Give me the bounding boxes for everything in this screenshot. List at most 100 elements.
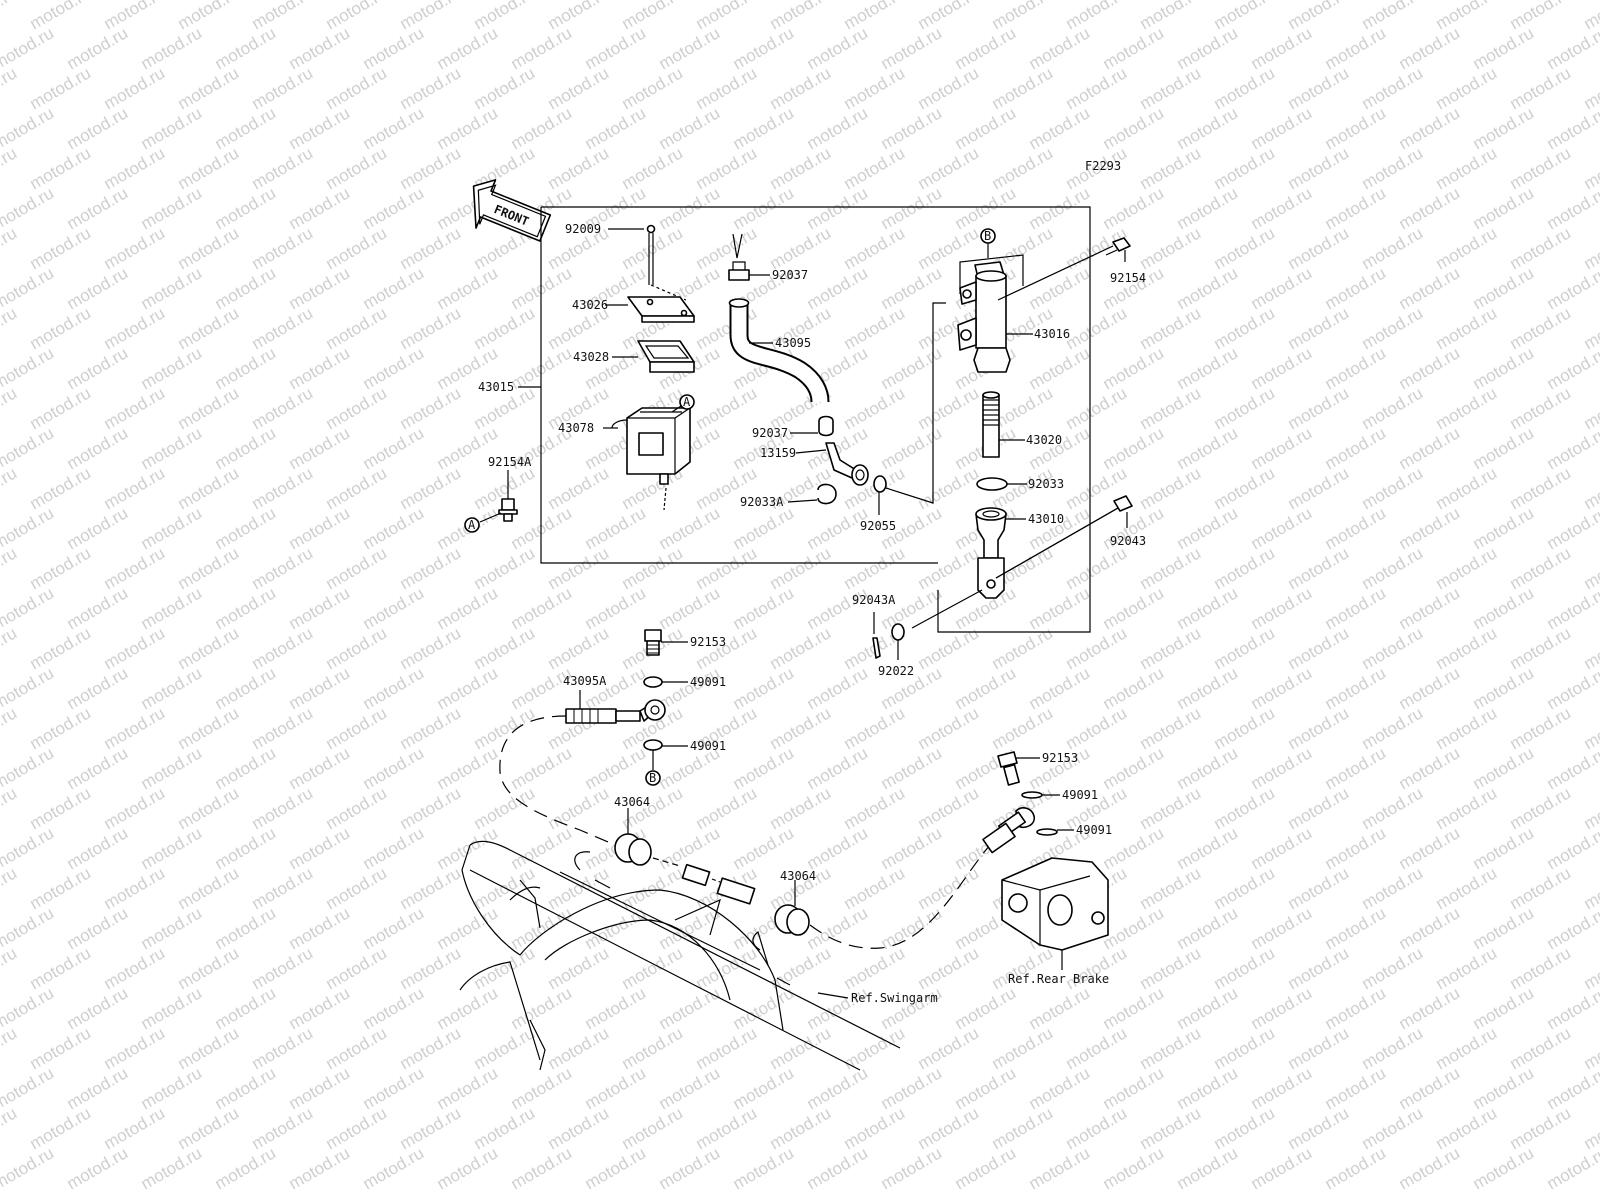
watermark-text: motod.ru	[1433, 223, 1501, 273]
label-92154A: 92154A	[488, 455, 532, 469]
reservoir-43078	[603, 407, 691, 511]
watermark-text: motod.ru	[1248, 343, 1316, 393]
watermark-text: motod.ru	[841, 63, 909, 113]
watermark-text: motod.ru	[1248, 823, 1316, 873]
watermark-text: motod.ru	[138, 263, 206, 313]
watermark-text: motod.ru	[1026, 1143, 1094, 1193]
watermark-text: motod.ru	[619, 1103, 687, 1153]
watermark-text: motod.ru	[138, 743, 206, 793]
watermark-text: motod.ru	[1507, 1103, 1575, 1153]
watermark-text: motod.ru	[804, 663, 872, 713]
watermark-text: motod.ru	[989, 0, 1057, 33]
watermark-text: motod.ru	[1063, 0, 1131, 33]
watermark-text: motod.ru	[1322, 823, 1390, 873]
watermark-text: motod.ru	[915, 703, 983, 753]
label-92033: 92033	[1028, 477, 1064, 491]
watermark-text: motod.ru	[841, 863, 909, 913]
watermark-text: motod.ru	[730, 1063, 798, 1113]
svg-text:A: A	[683, 395, 691, 409]
watermark-text: motod.ru	[1285, 303, 1353, 353]
watermark-text: motod.ru	[0, 1103, 20, 1153]
washer-49091-b	[643, 739, 688, 770]
watermark-text: motod.ru	[1100, 423, 1168, 473]
watermark-text: motod.ru	[545, 63, 613, 113]
watermark-text: motod.ru	[1396, 1063, 1464, 1113]
watermark-text: motod.ru	[1544, 503, 1600, 553]
callout-b-bottom: B	[645, 770, 661, 786]
watermark-text: motod.ru	[397, 0, 465, 33]
front-arrow-icon: FRONT	[472, 179, 552, 242]
watermark-text: motod.ru	[582, 23, 650, 73]
watermark-text: motod.ru	[1100, 183, 1168, 233]
watermark-text: motod.ru	[1063, 1103, 1131, 1153]
watermark-text: motod.ru	[1285, 1023, 1353, 1073]
watermark-text: motod.ru	[656, 983, 724, 1033]
watermark-text: motod.ru	[471, 783, 539, 833]
watermark-text: motod.ru	[1174, 23, 1242, 73]
watermark-text: motod.ru	[1174, 743, 1242, 793]
watermark-text: motod.ru	[1322, 583, 1390, 633]
watermark-text: motod.ru	[1211, 63, 1279, 113]
watermark-text: motod.ru	[1470, 503, 1538, 553]
watermark-text: motod.ru	[1285, 223, 1353, 273]
washer-49091-d	[1036, 828, 1074, 836]
watermark-text: motod.ru	[397, 1023, 465, 1073]
watermark-text: motod.ru	[841, 783, 909, 833]
watermark-text: motod.ru	[1026, 23, 1094, 73]
watermark-text: motod.ru	[1211, 1023, 1279, 1073]
watermark-text: motod.ru	[1396, 823, 1464, 873]
watermark-text: motod.ru	[841, 143, 909, 193]
o-ring-92055	[873, 302, 946, 515]
watermark-text: motod.ru	[249, 383, 317, 433]
watermark-text: motod.ru	[397, 303, 465, 353]
watermark-text: motod.ru	[1544, 423, 1600, 473]
watermark-text: motod.ru	[1100, 743, 1168, 793]
watermark-text: motod.ru	[0, 63, 20, 113]
watermark-text: motod.ru	[138, 423, 206, 473]
watermark-text: motod.ru	[1359, 863, 1427, 913]
watermark-text: motod.ru	[878, 1143, 946, 1193]
watermark-text: motod.ru	[1359, 223, 1427, 273]
watermark-text: motod.ru	[508, 103, 576, 153]
watermark-text: motod.ru	[1507, 943, 1575, 993]
watermark-text: motod.ru	[212, 1143, 280, 1193]
watermark-text: motod.ru	[1433, 863, 1501, 913]
watermark-text: motod.ru	[1359, 783, 1427, 833]
watermark-text: motod.ru	[545, 863, 613, 913]
watermark-text: motod.ru	[1359, 0, 1427, 33]
watermark-text: motod.ru	[508, 663, 576, 713]
watermark-text: motod.ru	[1285, 63, 1353, 113]
watermark-text: motod.ru	[730, 183, 798, 233]
watermark-text: motod.ru	[915, 143, 983, 193]
watermark-text: motod.ru	[1137, 303, 1205, 353]
watermark-text: motod.ru	[582, 503, 650, 553]
watermark-text: motod.ru	[138, 183, 206, 233]
watermark-text: motod.ru	[841, 303, 909, 353]
watermark-text: motod.ru	[730, 583, 798, 633]
watermark-text: motod.ru	[397, 223, 465, 273]
watermark-text: motod.ru	[1322, 743, 1390, 793]
watermark-text: motod.ru	[434, 23, 502, 73]
watermark-text: motod.ru	[1470, 663, 1538, 713]
watermark-text: motod.ru	[323, 303, 391, 353]
watermark-text: motod.ru	[1544, 823, 1600, 873]
watermark-text: motod.ru	[323, 703, 391, 753]
watermark-text: motod.ru	[1211, 1103, 1279, 1153]
watermark-text: motod.ru	[656, 1143, 724, 1193]
watermark-text: motod.ru	[471, 1103, 539, 1153]
watermark-text: motod.ru	[64, 423, 132, 473]
label-92153-bottom: 92153	[1042, 751, 1078, 765]
watermark-text: motod.ru	[0, 0, 20, 33]
watermark-text: motod.ru	[915, 783, 983, 833]
watermark-text: motod.ru	[249, 943, 317, 993]
watermark-text: motod.ru	[841, 543, 909, 593]
watermark-text: motod.ru	[693, 63, 761, 113]
watermark-text: motod.ru	[1396, 183, 1464, 233]
rear-brake-ref: Ref.Rear Brake	[1008, 972, 1109, 986]
watermark-text: motod.ru	[64, 903, 132, 953]
watermark-text: motod.ru	[397, 463, 465, 513]
watermark-text: motod.ru	[915, 63, 983, 113]
label-92154: 92154	[1110, 271, 1146, 285]
